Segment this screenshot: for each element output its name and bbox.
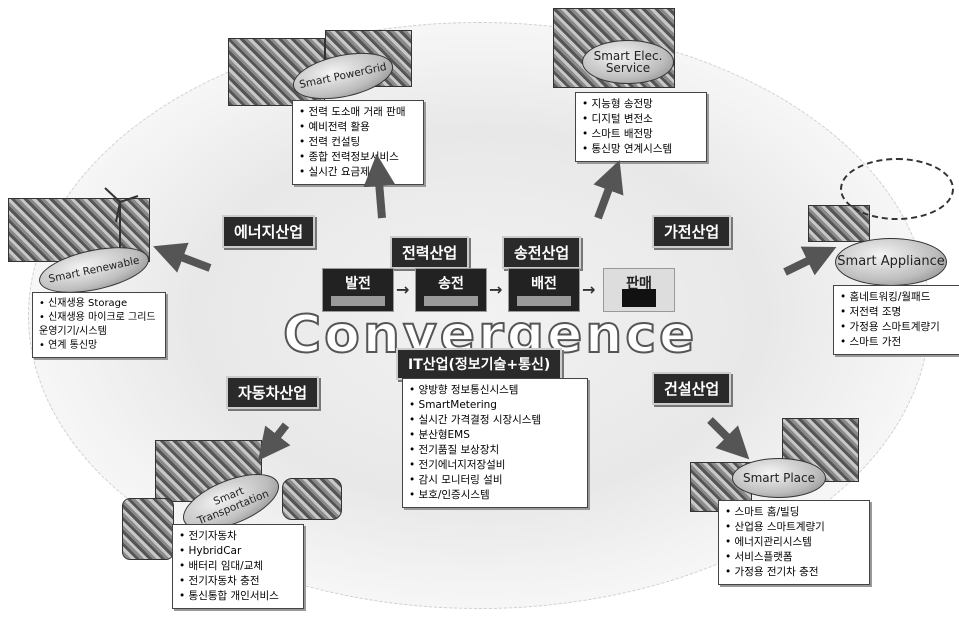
- bullet: 전기자동차: [179, 529, 297, 544]
- bullet: 통신통합 개인서비스: [179, 589, 297, 604]
- place-bullets: 스마트 홈/빌딩 산업용 스마트계량기 에너지관리시스템 서비스플랫폼 가정용 …: [718, 500, 870, 585]
- bullet: 전기품질 보상장치: [409, 443, 581, 458]
- bullet: 홈네트워킹/월패드: [840, 290, 955, 305]
- stage-sales: 판매: [603, 268, 675, 312]
- flow-arrow-icon: →: [582, 280, 596, 299]
- stage-label: 판매: [626, 276, 652, 292]
- renewable-bullets: 신재생용 Storage 신재생용 마이크로 그리드 운영기기/시스템 연계 통…: [32, 292, 166, 358]
- stage-label: 배전: [531, 276, 557, 292]
- elec-badge: Smart Elec. Service: [582, 40, 674, 84]
- flow-arrow-icon: →: [489, 280, 503, 299]
- bullet: 배터리 임대/교체: [179, 559, 297, 574]
- place-badge: Smart Place: [732, 458, 826, 498]
- industry-it: IT산업(정보기술+통신): [396, 348, 563, 380]
- industry-automotive: 자동차산업: [226, 376, 320, 409]
- industry-energy: 에너지산업: [222, 215, 316, 248]
- bullet: 신재생용 마이크로 그리드 운영기기/시스템: [39, 311, 159, 339]
- stage-generation: 발전: [322, 268, 394, 312]
- stage-transmission: 송전: [415, 268, 487, 312]
- appliance-badge: Smart Appliance: [835, 238, 947, 286]
- transport-bullets: 전기자동차 HybridCar 배터리 임대/교체 전기자동차 충전 통신통합 …: [172, 524, 304, 609]
- appliance-dashed-circle: [840, 158, 954, 220]
- arrow-to-place: [707, 417, 750, 460]
- arrow-to-elec: [593, 160, 624, 220]
- bullet: 분산형EMS: [409, 428, 581, 443]
- bullet: 가정용 전기차 충전: [725, 565, 863, 580]
- arrow-to-transport: [258, 422, 291, 461]
- arrow-to-powergrid: [363, 154, 396, 219]
- bullet: HybridCar: [179, 544, 297, 559]
- bullet: 스마트 홈/빌딩: [725, 505, 863, 520]
- bullet: 산업용 스마트계량기: [725, 520, 863, 535]
- bullet: 실시간 가격결정 시장시스템: [409, 413, 581, 428]
- car-photo: [282, 478, 342, 520]
- bullet: 저전력 조명: [840, 305, 955, 320]
- industry-power: 전력산업: [390, 236, 470, 269]
- bullet: 보호/인증시스템: [409, 488, 581, 503]
- industry-transmission: 송전산업: [502, 236, 582, 269]
- it-bullets: 양방향 정보통신시스템 SmartMetering 실시간 가격결정 시장시스템…: [402, 378, 588, 508]
- bullet: 스마트 배전망: [582, 127, 700, 142]
- stage-label: 송전: [438, 276, 464, 292]
- arrow-to-renewable: [153, 242, 212, 273]
- bullet: 감시 모니터링 설비: [409, 473, 581, 488]
- arrow-to-appliance: [783, 246, 837, 276]
- appliance-bullets: 홈네트워킹/월패드 저전력 조명 가정용 스마트계량기 스마트 가전: [833, 285, 959, 355]
- bullet: 스마트 가전: [840, 335, 955, 350]
- industry-appliance: 가전산업: [652, 215, 732, 248]
- car-photo-2: [122, 498, 174, 560]
- stage-label: 발전: [345, 276, 371, 292]
- bullet: 에너지관리시스템: [725, 535, 863, 550]
- bullet: 서비스플랫폼: [725, 550, 863, 565]
- place-title: Smart Place: [742, 471, 816, 485]
- elec-title: Smart Elec. Service: [593, 49, 663, 75]
- bullet: 연계 통신망: [39, 339, 159, 353]
- bullet: 전기에너지저장설비: [409, 458, 581, 473]
- bullet: 실시간 요금제: [299, 165, 417, 180]
- powergrid-bullets: 전력 도소매 거래 판매 예비전력 활용 전력 컨설팅 종합 전력정보서비스 실…: [292, 100, 424, 185]
- industry-construction: 건설산업: [652, 372, 732, 405]
- bullet: 전력 도소매 거래 판매: [299, 105, 417, 120]
- bullet: 가정용 스마트계량기: [840, 320, 955, 335]
- bullet: 신재생용 Storage: [39, 297, 159, 311]
- bullet: 디지털 변전소: [582, 112, 700, 127]
- flow-arrow-icon: →: [396, 280, 410, 299]
- bullet: 지능형 송전망: [582, 97, 700, 112]
- bullet: 예비전력 활용: [299, 120, 417, 135]
- bullet: 전력 컨설팅: [299, 135, 417, 150]
- stage-distribution: 배전: [508, 268, 580, 312]
- elec-bullets: 지능형 송전망 디지털 변전소 스마트 배전망 통신망 연계시스템: [575, 92, 707, 162]
- appliance-title: Smart Appliance: [837, 254, 945, 269]
- bullet: 양방향 정보통신시스템: [409, 383, 581, 398]
- bullet: SmartMetering: [409, 398, 581, 413]
- bullet: 통신망 연계시스템: [582, 142, 700, 157]
- bullet: 전기자동차 충전: [179, 574, 297, 589]
